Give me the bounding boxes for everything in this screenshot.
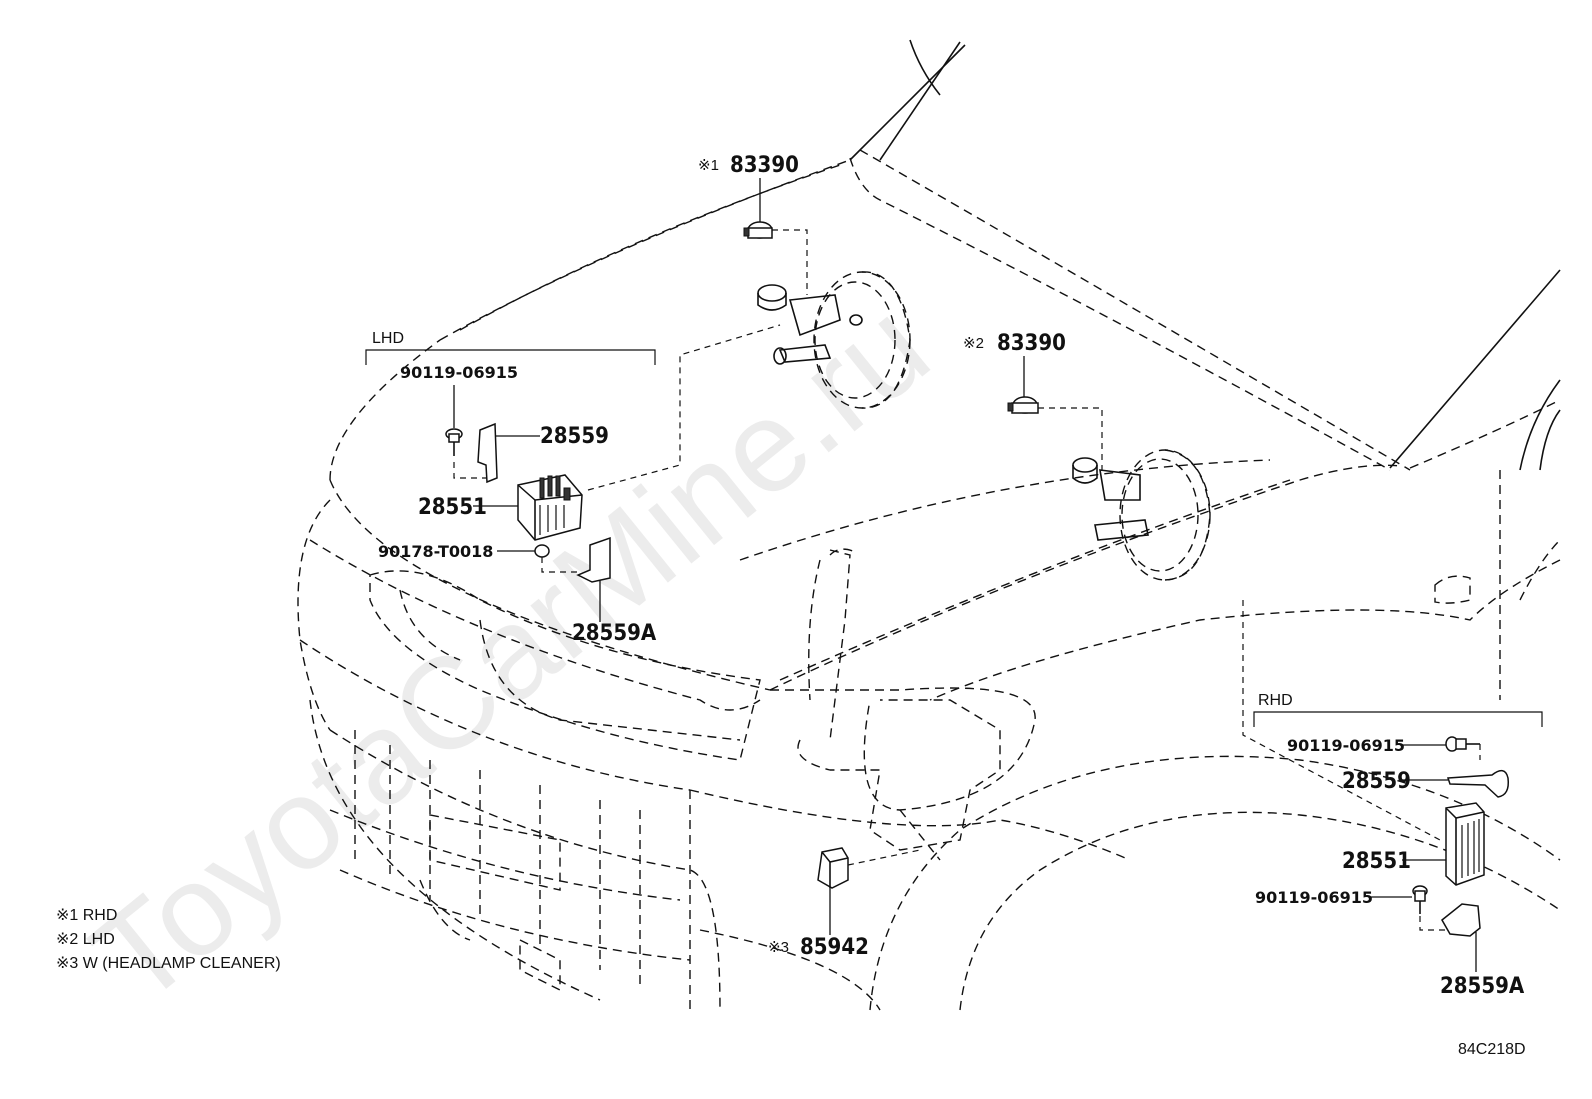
diagram-code: 84C218D [1458, 1041, 1526, 1058]
rhd-bracket-28559-icon [1446, 769, 1510, 798]
lhd-bolt-90119-icon [445, 428, 463, 456]
rhd-callout-90119-top: 90119-06915 [1287, 736, 1405, 755]
callout-mark-3: ※3 [768, 939, 789, 956]
rhd-group: RHD 90119-06915 28559 28551 [1242, 600, 1543, 999]
footnote-1: ※1 RHD [56, 907, 117, 924]
lhd-callout-28559: 28559 [540, 424, 609, 449]
lhd-callout-28551: 28551 [418, 495, 487, 520]
lhd-group: LHD 90119-06915 28559 28551 [365, 324, 781, 646]
callout-83390-rhd: 83390 [730, 153, 799, 178]
rhd-group-bracket [1253, 711, 1543, 727]
callout-mark-1: ※1 [698, 157, 719, 174]
footnote-2: ※2 LHD [56, 931, 115, 948]
rhd-callout-28551: 28551 [1342, 849, 1411, 874]
footnote-3: ※3 W (HEADLAMP CLEANER) [56, 955, 281, 972]
rhd-label: RHD [1258, 692, 1293, 709]
lhd-callout-90119: 90119-06915 [400, 363, 518, 382]
lhd-nut-90178-icon [534, 544, 550, 558]
switch-83390-rhd: ※1 83390 [698, 153, 808, 295]
rhd-callout-90119-bottom: 90119-06915 [1255, 888, 1373, 907]
brake-booster-lhd [1072, 449, 1211, 581]
rhd-bracket-28559A-icon [1441, 903, 1481, 937]
rhd-callout-28559: 28559 [1342, 769, 1411, 794]
rhd-relay-28551-icon [1445, 802, 1485, 886]
rhd-bolt-90119-bottom-icon [1412, 885, 1428, 914]
switch-83390-lhd: ※2 83390 [963, 331, 1103, 470]
callout-85942: 85942 [800, 935, 869, 960]
switch-83390-lhd-icon [1007, 396, 1039, 414]
vehicle-body-outline [297, 39, 1561, 1011]
lhd-label: LHD [372, 330, 404, 347]
brake-booster-rhd [757, 271, 911, 409]
callout-mark-2: ※2 [963, 335, 984, 352]
rhd-bolt-90119-top-icon [1445, 736, 1480, 752]
lhd-relay-28551-icon [517, 474, 583, 541]
footnotes: ※1 RHD ※2 LHD ※3 W (HEADLAMP CLEANER) [56, 907, 281, 972]
watermark: ToyotaCarMine.ru [66, 273, 955, 1032]
lhd-bracket-28559-icon [477, 422, 498, 484]
relay-85942: ※3 85942 [768, 847, 921, 960]
lhd-group-bracket [365, 349, 656, 365]
rhd-callout-28559A: 28559A [1440, 974, 1525, 999]
callout-83390-lhd: 83390 [997, 331, 1066, 356]
lhd-bracket-28559A-icon [576, 536, 611, 583]
relay-85942-icon [817, 847, 849, 889]
lhd-callout-28559A: 28559A [572, 621, 657, 646]
lhd-callout-90178: 90178-T0018 [378, 542, 493, 561]
switch-83390-rhd-icon [743, 221, 773, 239]
